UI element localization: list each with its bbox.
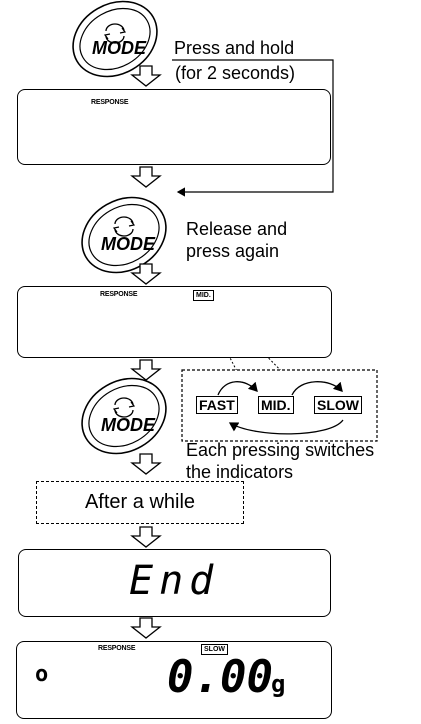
end-readout: End [129, 558, 220, 604]
mode-button-1[interactable] [59, 0, 170, 91]
response-indicator: RESPONSE [100, 291, 138, 298]
unit-g: g [271, 670, 286, 698]
display-response-mid: RESPONSE MID. [17, 286, 332, 358]
mode-label-2: MODE [101, 234, 155, 254]
weight-readout: 0.00 [167, 652, 273, 703]
option-slow: SLOW [314, 396, 362, 414]
slow-indicator: SLOW [201, 644, 228, 655]
display-response-blinking: RESPONSE [17, 89, 331, 165]
mid-indicator: MID. [193, 290, 214, 301]
after-a-while-box: After a while [36, 481, 244, 524]
response-indicator: RESPONSE [98, 645, 136, 652]
display-end: End [18, 549, 331, 617]
caption-press-again: press again [186, 241, 280, 261]
caption-press-hold: Press and hold [174, 38, 295, 58]
options-arrows [217, 381, 344, 435]
mode-label-3: MODE [101, 415, 155, 435]
option-mid: MID. [258, 396, 294, 414]
after-a-while-text: After a while [84, 491, 196, 513]
caption-the-indicators: the indicators [186, 462, 294, 482]
down-arrows [130, 65, 162, 639]
return-line [172, 59, 334, 197]
display-final: RESPONSE SLOW o 0.00 g [16, 641, 332, 719]
mode-button-3[interactable] [68, 364, 179, 469]
option-fast: FAST [196, 396, 238, 414]
caption-each-pressing: Each pressing switches [186, 440, 375, 460]
response-indicator: RESPONSE [91, 99, 129, 106]
caption-release: Release and [186, 219, 288, 239]
caption-for-2-seconds: (for 2 seconds) [175, 63, 296, 83]
stable-mark: o [35, 662, 49, 687]
mode-label-1: MODE [92, 38, 146, 58]
